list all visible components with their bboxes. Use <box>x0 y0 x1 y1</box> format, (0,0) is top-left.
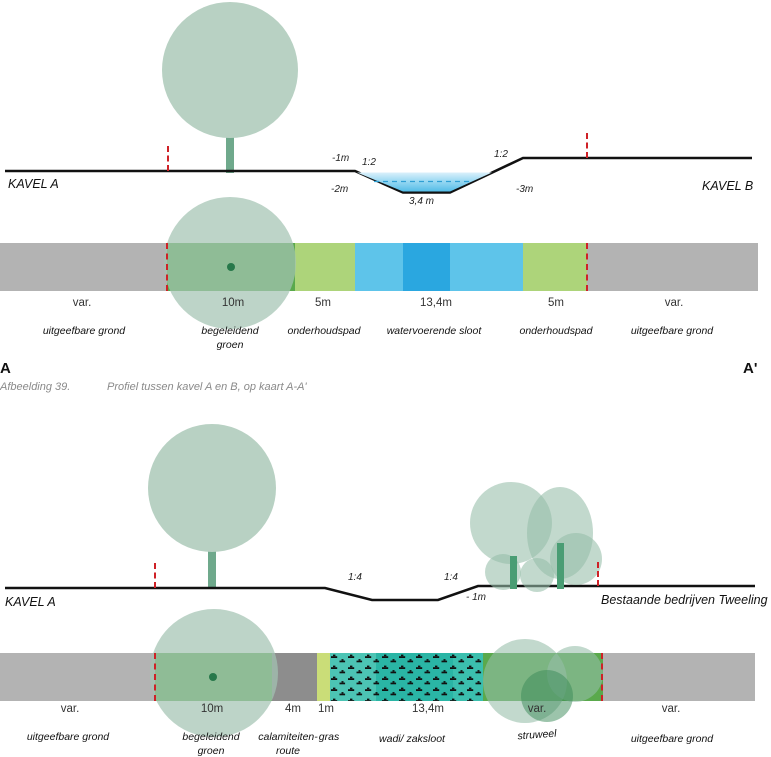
top-seg-uitgeefbare-grond-left <box>0 243 167 291</box>
bottom-width-13-4m: 13,4m <box>412 703 444 715</box>
tree-symbol-dot-bottom <box>209 673 217 681</box>
bottom-seg-uitgeefbare-grond-right <box>603 653 755 701</box>
boundary-dash-top-profile-right <box>586 133 588 158</box>
cluster-shrub-2 <box>520 558 554 592</box>
bottom-width-1m: 1m <box>318 703 334 715</box>
top-width-13-4m: 13,4m <box>420 297 452 309</box>
top-seg-onderhoudspad-right <box>523 243 587 291</box>
boundary-dash-bottom-bar-right <box>601 653 603 701</box>
top-ground-line <box>5 156 752 194</box>
top-label-onderhoudspad-right: onderhoudspad <box>519 325 593 337</box>
depth-minus-1m-label: - 1m <box>466 592 486 603</box>
top-width-5m-left: 5m <box>315 297 331 309</box>
tree-canopy-top <box>162 2 298 138</box>
top-width-var-right: var. <box>664 297 684 309</box>
top-seg-onderhoudspad-left <box>295 243 355 291</box>
bottom-label-gras: gras <box>318 731 340 743</box>
boundary-dash-bottom-bar-left <box>154 653 156 701</box>
bottom-seg-calamiteitenroute <box>272 653 317 701</box>
top-seg-sloot-mid <box>403 243 450 291</box>
bottom-width-var-right: var. <box>661 703 681 715</box>
kavel-a-label-bottom: KAVEL A <box>5 595 56 609</box>
section-marker-a-prime: A' <box>743 360 758 377</box>
boundary-dash-bottom-profile-left <box>154 563 156 588</box>
figure-caption: Profiel tussen kavel A en B, op kaart A-… <box>107 381 307 393</box>
top-label-onderhoudspad-left: onderhoudspad <box>287 325 361 337</box>
bottom-width-4m: 4m <box>285 703 301 715</box>
tree-canopy-bottom <box>148 424 276 552</box>
top-seg-sloot-left <box>355 243 403 291</box>
cluster-trunk-1 <box>510 556 517 589</box>
bottom-label-calamiteitenroute: calamiteiten- route <box>258 731 318 757</box>
top-label-begeleidend-groen: begeleidend groen <box>201 325 259 352</box>
struweel-circle-3 <box>521 670 573 722</box>
tree-symbol-dot-top <box>227 263 235 271</box>
slope-1-4-left-label: 1:4 <box>348 572 362 583</box>
bottom-label-begeleidend-groen: begeleidend groen <box>182 731 240 757</box>
kavel-a-label-top: KAVEL A <box>8 177 59 191</box>
slope-1-2-right-label: 1:2 <box>494 149 508 160</box>
kavel-b-label-top: KAVEL B <box>702 179 754 193</box>
bottom-width-var-middle: var. <box>527 703 547 715</box>
bestaande-bedrijven-label: Bestaande bedrijven Tweeling <box>601 593 768 607</box>
bottom-label-uitgeefbare-grond-right: uitgeefbare grond <box>630 733 714 745</box>
depth-minus1m-label: -1m <box>332 153 350 164</box>
top-label-uitgeefbare-grond-right: uitgeefbare grond <box>630 325 714 337</box>
bottom-seg-uitgeefbare-grond-left <box>0 653 155 701</box>
bottom-width-var-left: var. <box>60 703 80 715</box>
ditch-bottom-width-label: 3,4 m <box>409 196 435 207</box>
top-label-uitgeefbare-grond-left: uitgeefbare grond <box>42 325 126 337</box>
cluster-trunk-2 <box>557 543 564 589</box>
slope-1-2-left-label: 1:2 <box>362 157 376 168</box>
figure-number: Afbeelding 39. <box>0 381 71 393</box>
top-seg-uitgeefbare-grond-right <box>587 243 758 291</box>
depth-minus2m-label: -2m <box>331 184 349 195</box>
bottom-label-struweel: struweel <box>517 727 557 743</box>
ditch-water <box>357 172 492 192</box>
top-dimension-bar <box>0 243 771 291</box>
section-marker-a: A <box>0 360 11 377</box>
top-width-5m-right: 5m <box>548 297 564 309</box>
top-seg-sloot-right <box>450 243 523 291</box>
bottom-label-uitgeefbare-grond-left: uitgeefbare grond <box>26 731 110 743</box>
slope-1-4-right-label: 1:4 <box>444 572 458 583</box>
boundary-dash-top-bar-left <box>166 243 168 291</box>
depth-minus3m-label: -3m <box>516 184 534 195</box>
boundary-dash-bottom-profile-right <box>597 562 599 586</box>
tree-trunk-bottom <box>208 547 216 589</box>
bottom-seg-gras <box>317 653 330 701</box>
wadi-zaksloot-pattern-segment <box>330 653 483 701</box>
tree-trunk-top <box>226 137 234 173</box>
boundary-dash-top-bar-right <box>586 243 588 291</box>
boundary-dash-top-profile-left <box>167 146 169 171</box>
bottom-width-10m: 10m <box>200 703 224 715</box>
bottom-label-wadi-zaksloot: wadi/ zaksloot <box>379 733 445 745</box>
top-label-watervoerende-sloot: watervoerende sloot <box>386 325 482 337</box>
top-width-10m: 10m <box>221 297 245 309</box>
top-width-var-left: var. <box>72 297 92 309</box>
